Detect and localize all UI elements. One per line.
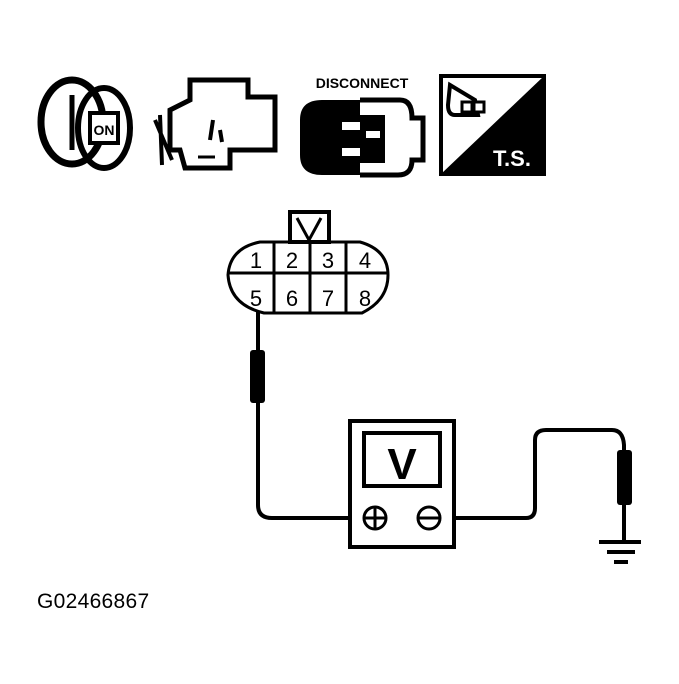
plus-terminal-icon: [362, 505, 388, 531]
probe-negative: [617, 450, 632, 505]
pin-2: 2: [286, 248, 298, 273]
engine-icon: [153, 77, 278, 171]
meter-display: [362, 431, 442, 488]
connector: [226, 210, 390, 315]
pin-5: 5: [250, 286, 262, 311]
terminal-side-icon: T.S.: [439, 74, 546, 176]
svg-text:DISCONNECT: DISCONNECT: [316, 75, 409, 91]
figure-id: G02466867: [37, 590, 150, 613]
minus-terminal-icon: [416, 505, 442, 531]
pin-7: 7: [322, 286, 334, 311]
pin-3: 3: [322, 248, 334, 273]
pin-6: 6: [286, 286, 298, 311]
pin-1: 1: [250, 248, 262, 273]
disconnect-connector-icon: DISCONNECT: [300, 75, 426, 178]
voltmeter: V: [348, 419, 456, 549]
probe-positive: [250, 350, 265, 403]
positive-test-lead: [250, 312, 350, 520]
pin-8: 8: [359, 286, 371, 311]
pin-4: 4: [359, 248, 371, 273]
svg-text:T.S.: T.S.: [493, 146, 531, 171]
svg-text:V: V: [387, 440, 417, 489]
ground-icon: [599, 540, 641, 564]
svg-text:ON: ON: [94, 122, 115, 138]
ignition-on-icon: ON: [37, 76, 133, 171]
negative-test-lead: [454, 428, 632, 540]
